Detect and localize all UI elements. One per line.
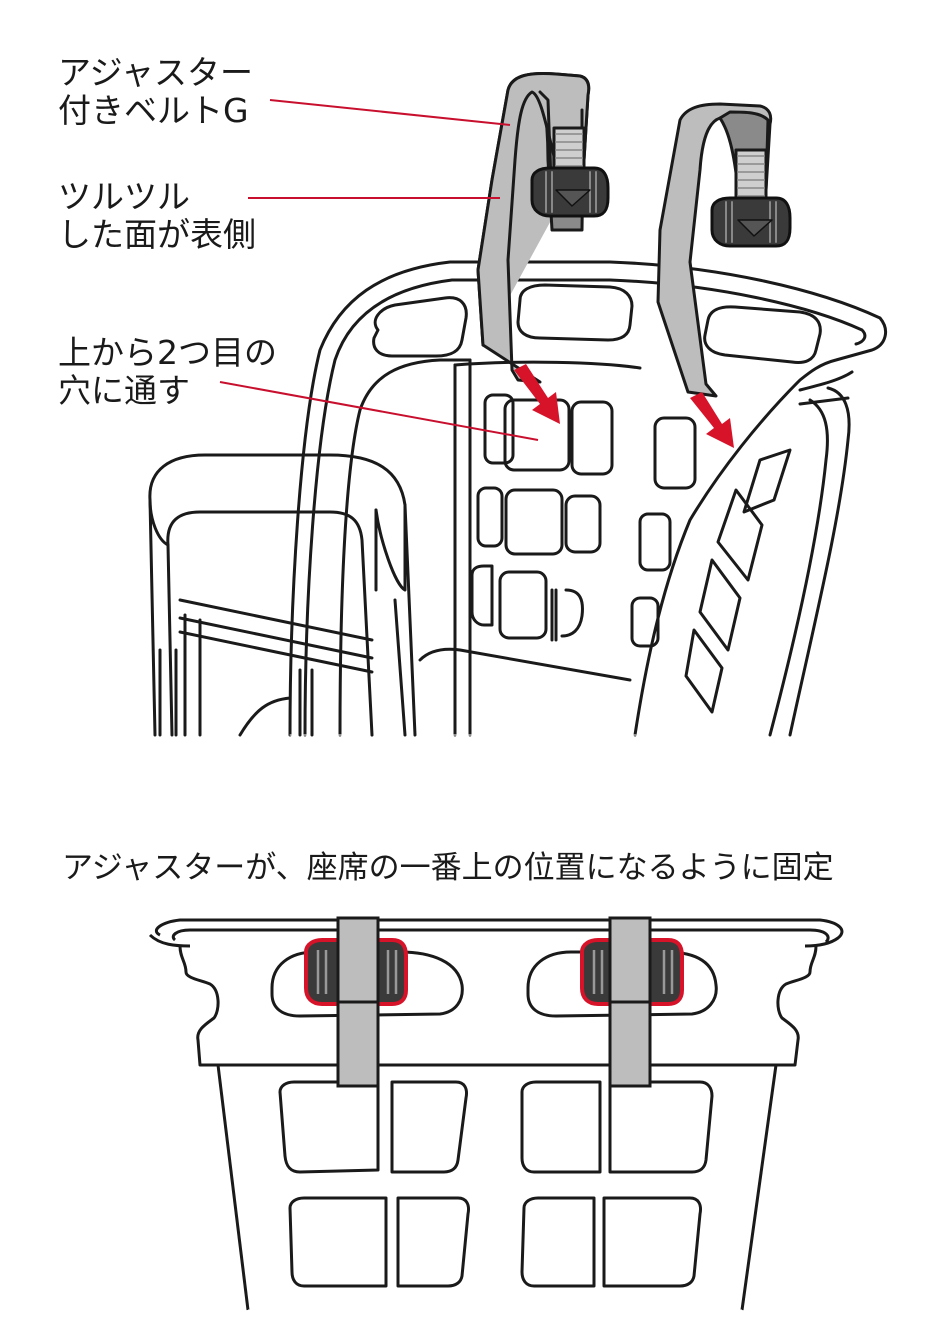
label-smooth-side: ツルツル した面が表側	[58, 178, 256, 254]
adjuster-buckle-icon	[710, 196, 792, 248]
label-line: 付きベルトG	[58, 91, 249, 130]
label-second-hole: 上から2つ目の 穴に通す	[58, 334, 277, 410]
handle-bar-icon	[148, 453, 417, 737]
adjuster-buckle-icon	[530, 166, 610, 218]
belt-icon	[656, 102, 773, 398]
label-line: ツルツル	[58, 177, 190, 216]
seat-back-icon	[148, 918, 844, 1311]
arrow-icon	[514, 364, 734, 448]
label-line: した面が表側	[58, 215, 256, 254]
label-line: 穴に通す	[58, 371, 190, 410]
label-line: 上から2つ目の	[58, 333, 277, 372]
seat-back-icon	[288, 260, 888, 737]
belt-icon	[476, 71, 591, 384]
label-adjuster-belt: アジャスター 付きベルトG	[58, 54, 253, 130]
leader-lines	[219, 99, 539, 441]
caption: アジャスターが、座席の一番上の位置になるように固定	[62, 850, 834, 886]
label-line: アジャスター	[58, 53, 254, 92]
